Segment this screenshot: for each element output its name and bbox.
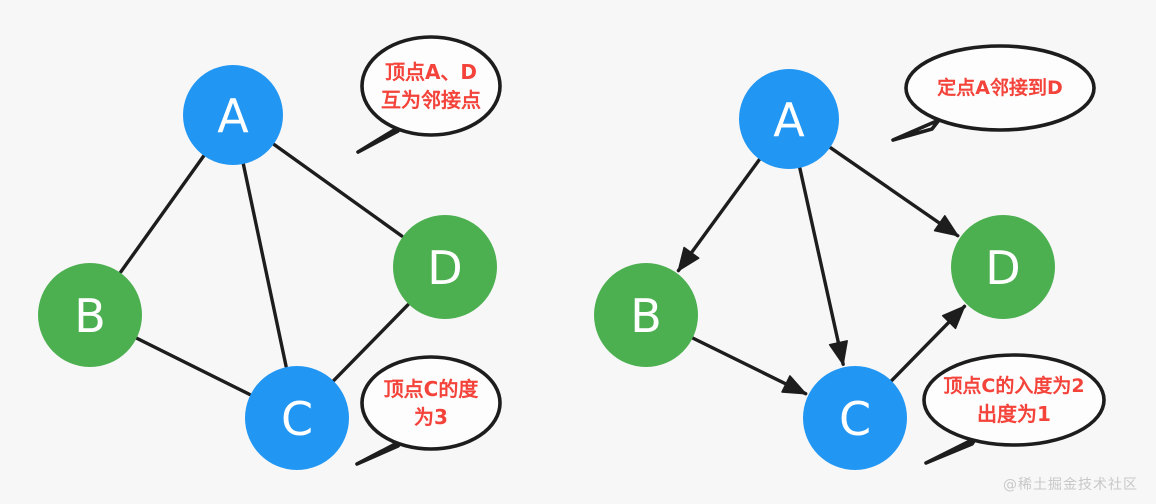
node-label-a: A — [217, 89, 249, 143]
node-circle-c — [245, 366, 349, 470]
note-degree-c-bubble — [360, 355, 502, 451]
annotation-group: 定点A邻接到D 顶点C的入度为2 出度为1 — [891, 44, 1106, 465]
node-group: A B C D — [594, 69, 1055, 470]
edge-a-b — [676, 156, 763, 273]
node-label-c: C — [839, 392, 871, 446]
note-adjacent-to-d-line-0: 定点A邻接到D — [937, 76, 1062, 99]
node-label-c: C — [281, 392, 313, 446]
note-adjacent-to-d-tail — [891, 118, 941, 142]
edge-a-d — [826, 144, 960, 238]
note-degree-c-line-0: 顶点C的度 — [384, 377, 480, 401]
edge-group — [676, 144, 967, 396]
node-circle-d — [393, 215, 497, 319]
edge-a-c-arrowhead — [828, 340, 848, 366]
node-c[interactable]: C — [803, 366, 907, 470]
graph-directed-graph: A B C D 定点A邻接到D 顶点C的入度为2 出度为1 — [594, 44, 1106, 470]
node-b[interactable]: B — [594, 263, 698, 367]
note-indegree-c-line-1: 出度为1 — [977, 402, 1051, 426]
node-circle-b — [594, 263, 698, 367]
edge-a-d — [270, 141, 404, 238]
node-a[interactable]: A — [183, 65, 283, 165]
watermark: @稀土掘金技术社区 — [1003, 477, 1138, 493]
note-adjacent-to-d-bubble — [904, 44, 1096, 132]
edge-a-c — [241, 160, 288, 368]
node-group: A B C D — [38, 65, 497, 470]
node-label-a: A — [773, 93, 805, 147]
edge-a-b-arrowhead — [677, 246, 700, 272]
edge-a-b — [119, 152, 207, 274]
edge-b-c-arrowhead — [781, 375, 807, 395]
note-adjacent-ad-line-0: 顶点A、D — [385, 60, 477, 84]
note-adjacent-ad-line-1: 互为邻接点 — [381, 88, 481, 112]
note-adjacent-ad-bubble — [360, 35, 502, 137]
edge-group — [119, 141, 410, 397]
node-circle-b — [38, 263, 142, 367]
node-label-d: D — [427, 241, 462, 295]
node-d[interactable]: D — [951, 215, 1055, 319]
edge-a-c — [797, 164, 845, 366]
note-indegree-c-line-0: 顶点C的入度为2 — [943, 374, 1084, 397]
node-label-d: D — [985, 241, 1020, 295]
edge-a-d-arrowhead — [933, 215, 959, 237]
node-circle-a — [183, 65, 283, 165]
node-circle-d — [951, 215, 1055, 319]
note-indegree-c: 顶点C的入度为2 出度为1 — [922, 353, 1106, 465]
note-adjacent-ad: 顶点A、D 互为邻接点 — [356, 35, 502, 154]
note-indegree-c-tail — [924, 436, 978, 465]
edge-b-c — [133, 335, 252, 397]
node-circle-c — [803, 366, 907, 470]
note-degree-c-line-1: 为3 — [414, 405, 448, 429]
node-b[interactable]: B — [38, 263, 142, 367]
node-d[interactable]: D — [393, 215, 497, 319]
note-indegree-c-bubble — [922, 353, 1106, 447]
edge-c-d-arrowhead — [941, 305, 966, 330]
edge-c-d — [330, 303, 410, 384]
node-a[interactable]: A — [739, 69, 839, 169]
node-c[interactable]: C — [245, 366, 349, 470]
node-circle-a — [739, 69, 839, 169]
node-label-b: B — [630, 289, 662, 343]
note-adjacent-to-d: 定点A邻接到D — [891, 44, 1096, 142]
node-label-b: B — [74, 289, 106, 343]
